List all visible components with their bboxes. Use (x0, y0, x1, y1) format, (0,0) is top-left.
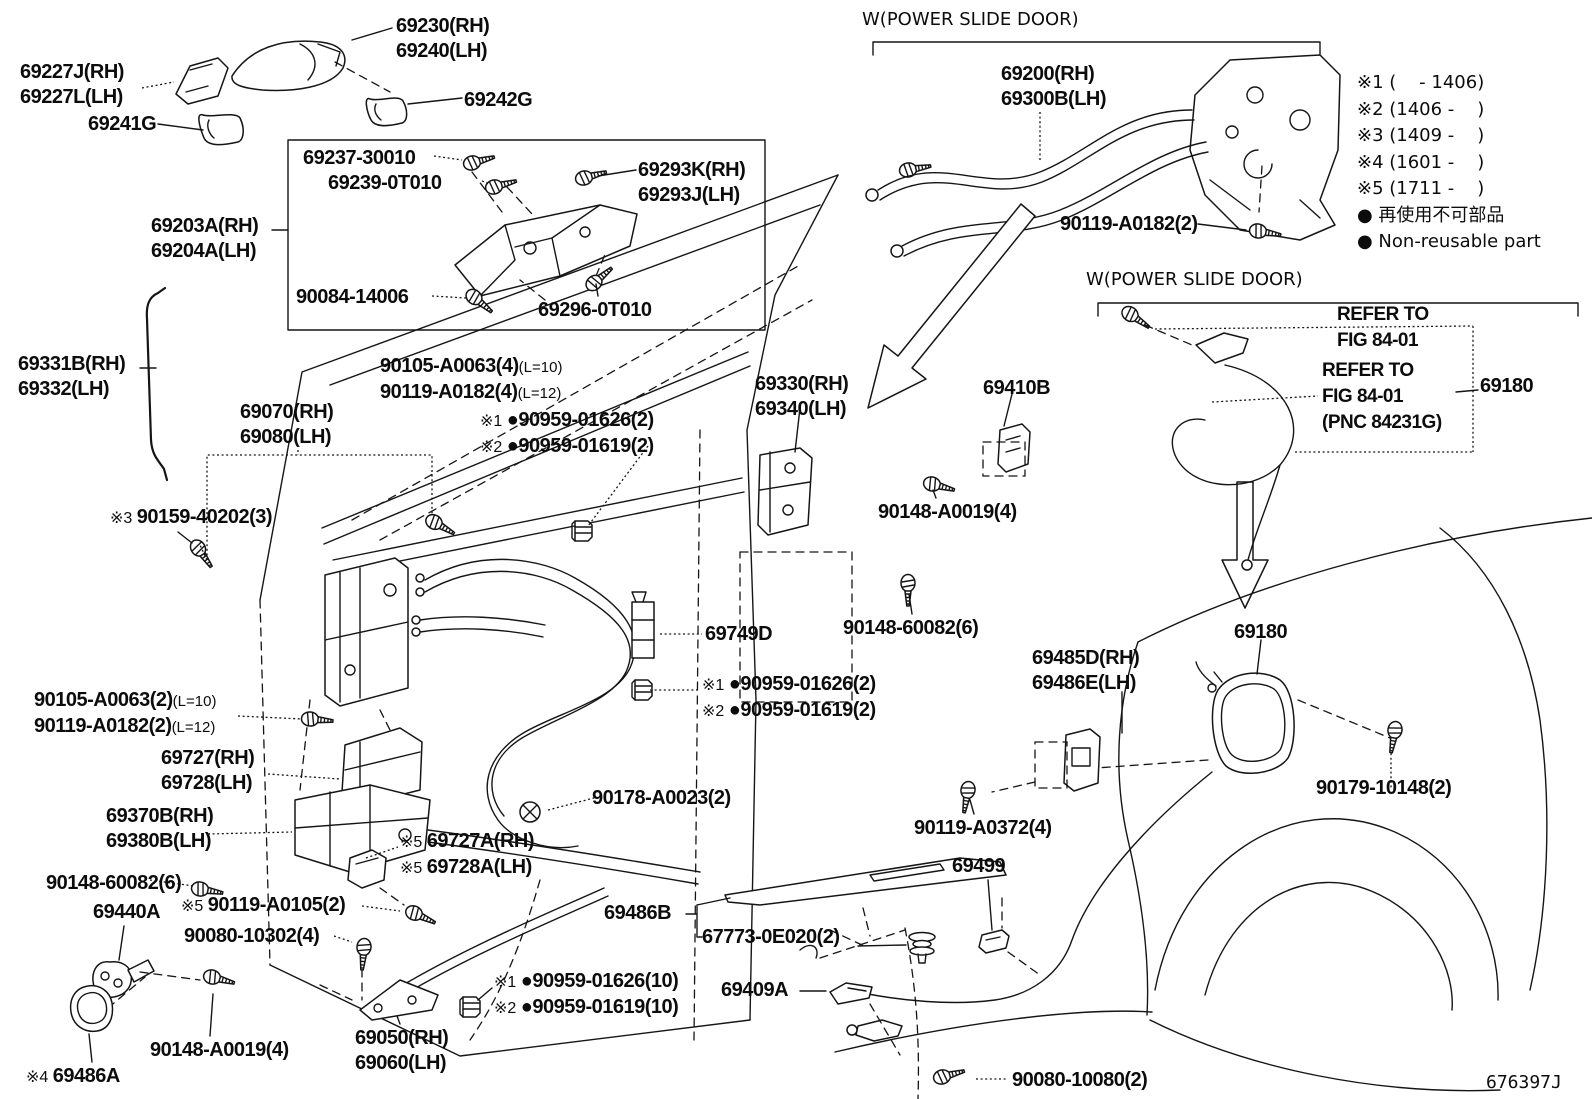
car-body (835, 518, 1592, 1099)
molding-69486b (725, 858, 1040, 975)
handle-frame-box (288, 140, 933, 330)
opener-69180-car (868, 662, 1405, 1002)
sliding-door-outline (260, 175, 838, 1056)
check-69410b (983, 424, 1030, 476)
lock-rod (147, 288, 167, 480)
front-lock-69330 (740, 448, 852, 702)
psd-release-cable (1118, 302, 1478, 570)
grommet-69486a (71, 986, 113, 1032)
door-lock-cables (398, 559, 700, 996)
striker-69749d (632, 592, 654, 658)
arrow-to-door (868, 204, 1035, 408)
leader-lines (89, 28, 1261, 1079)
hinge-69440a (93, 960, 237, 1008)
lower-latch-69050 (320, 930, 905, 1020)
psd-bracket-top (873, 42, 1320, 55)
door-lock-assembly (295, 558, 430, 872)
arrow-to-car (1222, 482, 1268, 608)
latch-69727a (348, 850, 404, 905)
outside-handle (176, 41, 407, 144)
psd-lock-69200 (866, 55, 1340, 257)
psd-bracket-right (1098, 303, 1578, 316)
fasteners (186, 510, 653, 1018)
striker-69485d (900, 474, 1100, 815)
lever-69409a (830, 983, 967, 1087)
